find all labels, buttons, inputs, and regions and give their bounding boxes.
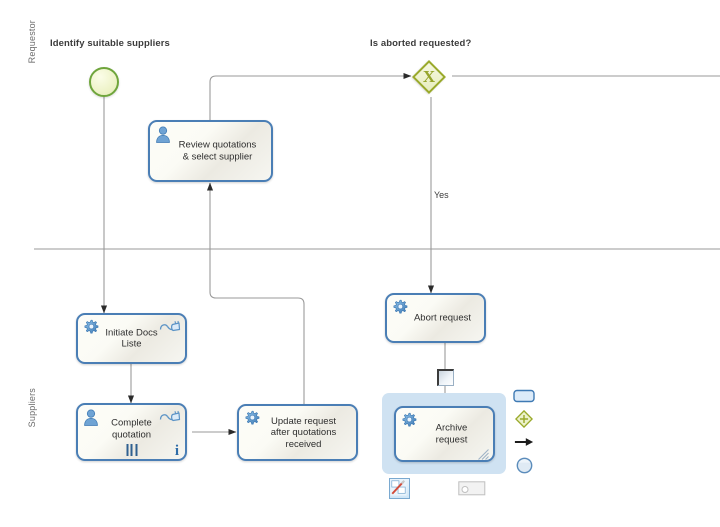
task-label-line2: & select supplier <box>182 151 253 162</box>
task-label-line1: Complete <box>111 417 152 429</box>
flow-update-to-review <box>206 182 305 404</box>
service-task-gear-icon <box>244 410 260 426</box>
exclusive-gateway[interactable]: X <box>412 60 446 94</box>
info-marker-icon: i <box>174 443 179 459</box>
palette-gateway-shape-icon[interactable] <box>513 410 535 428</box>
start-event[interactable] <box>89 67 119 97</box>
task-label-line1: Initiate Docs <box>105 327 158 338</box>
multi-instance-parallel-marker <box>126 444 137 456</box>
flow-review-to-gateway <box>209 72 412 120</box>
palette-sequence-flow-icon[interactable] <box>513 434 535 450</box>
task-label-line3: received <box>285 438 322 450</box>
task-label-line2: request <box>435 434 468 445</box>
task-label-line2: Liste <box>121 338 142 350</box>
user-task-icon <box>83 409 99 426</box>
service-task-gear-icon <box>392 299 408 315</box>
magic-wand-icon[interactable] <box>389 478 410 499</box>
palette-task-shape-icon[interactable] <box>513 388 535 404</box>
context-palette[interactable] <box>513 388 535 473</box>
task-label: Review quotations& select supplier <box>157 140 278 163</box>
task-label-line1: Abort request <box>413 312 472 324</box>
plug-connector-icon <box>159 410 181 424</box>
label-chip-icon[interactable] <box>458 481 486 501</box>
task-abort-request[interactable]: Abort request <box>385 293 486 343</box>
service-task-gear-icon <box>83 319 99 335</box>
user-task-icon <box>155 126 171 143</box>
task-label: Abort request <box>394 312 491 324</box>
task-label-line1: Review quotations <box>178 139 257 151</box>
resize-handle[interactable] <box>478 447 490 460</box>
palette-event-shape-icon[interactable] <box>513 457 535 473</box>
task-label-line1: Update request <box>271 415 336 427</box>
drop-target-square[interactable] <box>437 369 454 386</box>
task-label-line2: after quotations <box>270 426 337 438</box>
task-label-line2: quotation <box>111 429 152 440</box>
gateway-label: Is aborted requested? <box>370 38 472 49</box>
plug-connector-icon <box>159 320 181 334</box>
task-label-line1: Archive <box>435 422 468 434</box>
task-review-quotations[interactable]: Review quotations& select supplier <box>148 120 273 182</box>
service-task-gear-icon <box>401 412 417 428</box>
start-event-label: Identify suitable suppliers <box>50 38 170 49</box>
yes-flow-label: Yes <box>434 190 449 200</box>
gateway-x-marker: X <box>422 67 436 86</box>
